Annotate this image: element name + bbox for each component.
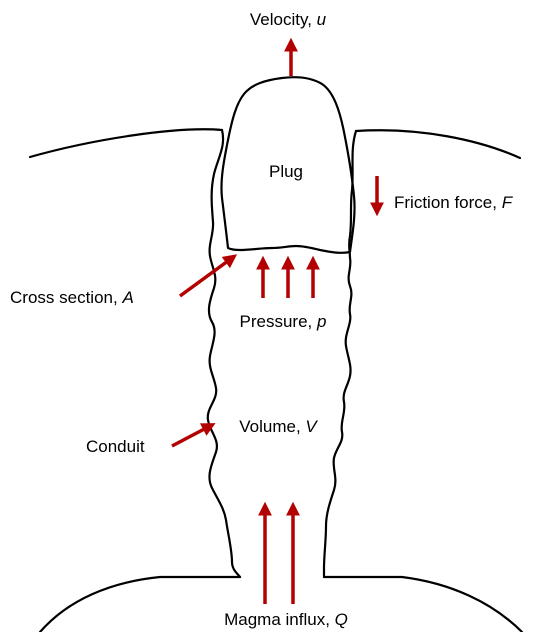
- ground-surface-right: [356, 130, 520, 158]
- conduit-arrow: [172, 426, 210, 446]
- velocity-label: Velocity, u: [250, 10, 327, 29]
- volume-label: Volume, V: [239, 417, 318, 436]
- cross-section-label: Cross section, A: [10, 288, 134, 307]
- ground-surface-left: [30, 129, 222, 157]
- friction-label: Friction force, F: [394, 193, 514, 212]
- conduit-label: Conduit: [86, 437, 145, 456]
- cross-section-arrow: [180, 258, 232, 296]
- pressure-label: Pressure, p: [240, 312, 327, 331]
- magma-chamber-roof-left: [40, 577, 240, 632]
- conduit-left-wall: [208, 130, 240, 577]
- conduit-right-wall: [324, 131, 356, 577]
- magma-chamber-roof-right: [324, 577, 522, 632]
- plug-label: Plug: [269, 162, 303, 181]
- magma-influx-label: Magma influx, Q: [224, 610, 348, 629]
